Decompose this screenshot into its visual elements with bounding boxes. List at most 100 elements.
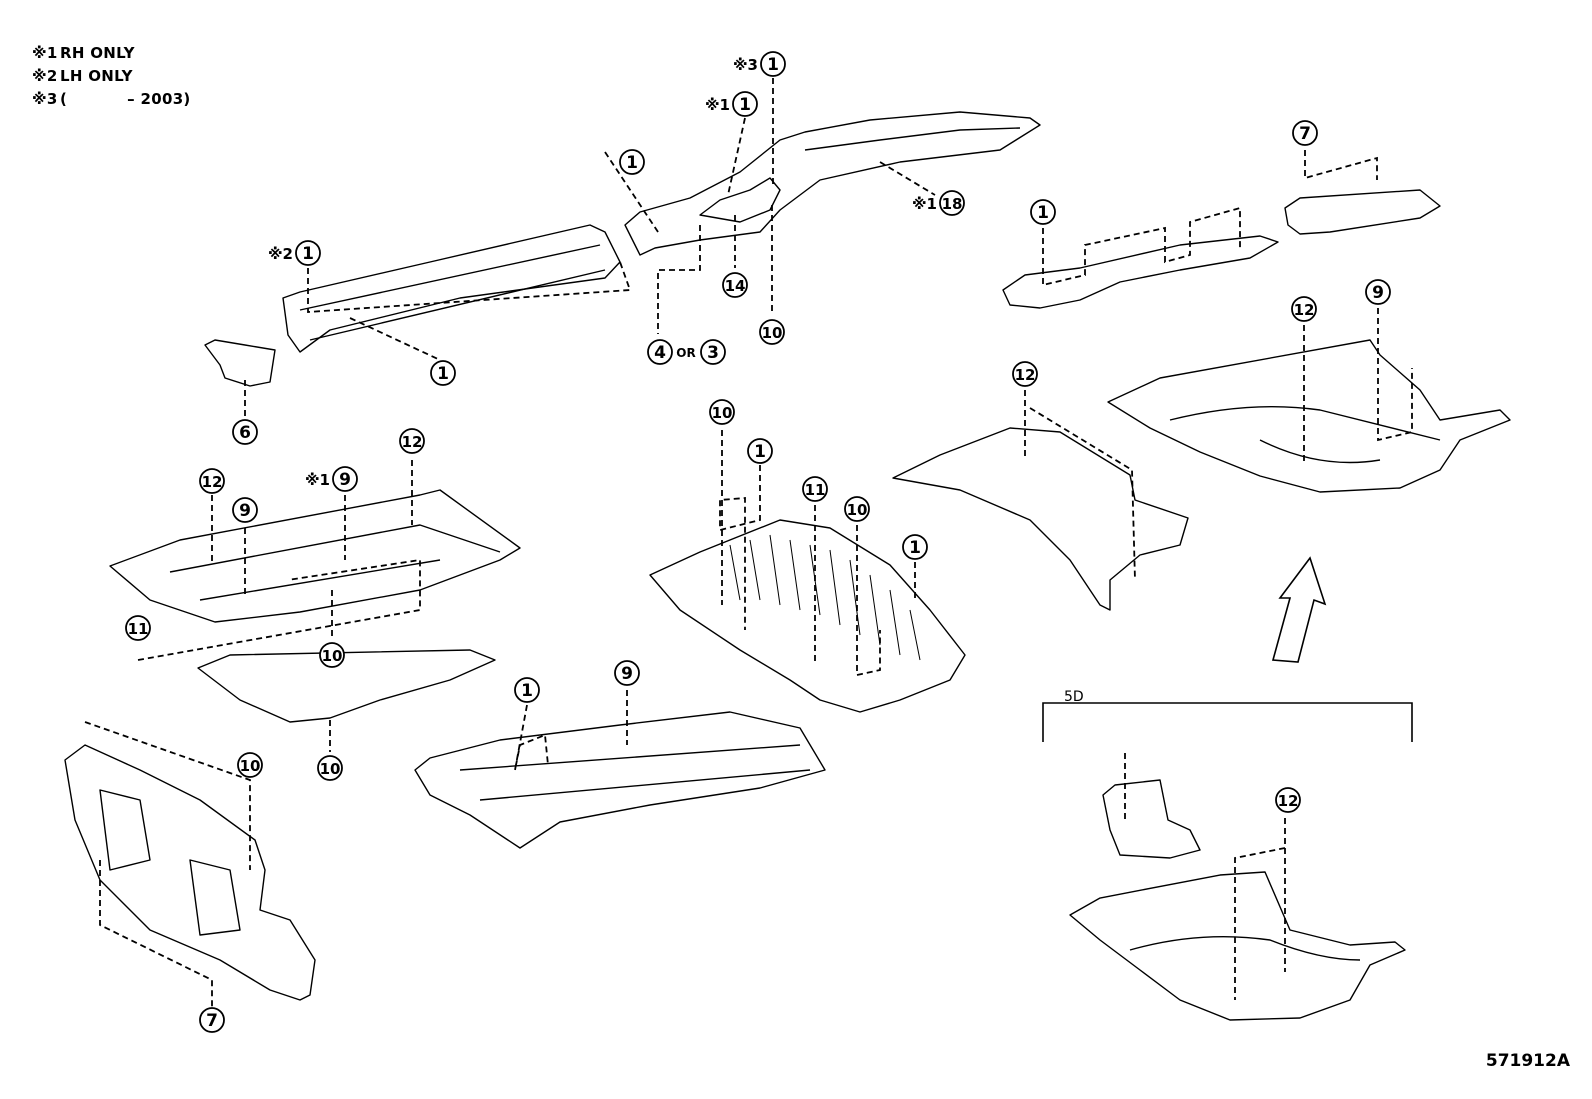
callout-18: 18 ※1 — [912, 190, 965, 216]
callout-number: 9 — [1372, 283, 1384, 303]
callout-number: 7 — [1299, 124, 1311, 144]
callout-circle — [760, 51, 786, 77]
callout-1: 1 — [514, 677, 540, 703]
callout-number: 4 — [654, 343, 666, 363]
callout-1: 1 ※2 — [268, 240, 321, 266]
callout-prefix: ※1 — [705, 96, 730, 114]
part-5d-bracket — [1102, 779, 1201, 859]
callout-circle — [319, 642, 345, 668]
callout-number: 6 — [239, 423, 251, 443]
callout-3: 3 — [700, 339, 726, 365]
callout-circle — [732, 91, 758, 117]
callout-12: 12 — [1291, 296, 1317, 322]
callout-circle — [1291, 296, 1317, 322]
callout-9: 9 — [1365, 279, 1391, 305]
callout-prefix: ※1 — [305, 471, 330, 489]
callout-number: 1 — [521, 681, 533, 701]
arrow-icon — [1271, 556, 1327, 663]
callout-circle — [514, 677, 540, 703]
callout-number: 12 — [1015, 366, 1036, 384]
callout-circle — [1275, 787, 1301, 813]
callout-circle — [647, 339, 673, 365]
leader-lines — [84, 78, 1413, 1028]
callout-number: 10 — [712, 404, 733, 422]
callout-number: 10 — [847, 501, 868, 519]
callout-11: 11 — [802, 476, 828, 502]
callout-14: 14 — [722, 272, 748, 298]
callout-number: 1 — [302, 244, 314, 264]
callout-number: 1 — [767, 55, 779, 75]
callout-12: 12 — [1275, 787, 1301, 813]
callout-1: 1 — [430, 360, 456, 386]
part-5d-rear-floor-pan — [1069, 871, 1406, 1021]
callout-1: 1 — [747, 438, 773, 464]
callout-number: 9 — [339, 470, 351, 490]
callout-number: 12 — [1278, 792, 1299, 810]
callout-10: 10 — [844, 496, 870, 522]
diagram-id: 571912A — [1485, 1051, 1570, 1071]
footnote-3: ※3(– 2003) — [32, 90, 191, 108]
callout-circle — [295, 240, 321, 266]
callout-circle — [199, 468, 225, 494]
callout-number: 1 — [437, 364, 449, 384]
part-main-floor-panel — [414, 711, 826, 849]
callout-circle — [802, 476, 828, 502]
callout-number: 1 — [1037, 203, 1049, 223]
callout-1: 1 — [619, 149, 645, 175]
callout-circle — [1030, 199, 1056, 225]
callout-circle — [399, 428, 425, 454]
callout-1: 1 ※3 — [733, 51, 786, 77]
callout-number: 1 — [626, 153, 638, 173]
callout-circle — [332, 466, 358, 492]
part-rear-floor-pan — [1107, 339, 1511, 493]
callout-4: 4 — [647, 339, 673, 365]
callout-circle — [1292, 120, 1318, 146]
callout-prefix: ※3 — [733, 56, 758, 74]
callout-number: 14 — [725, 277, 746, 295]
callout-number: 9 — [239, 501, 251, 521]
callout-circle — [1365, 279, 1391, 305]
callout-9: 9 — [232, 497, 258, 523]
variant-bracket — [1042, 702, 1413, 742]
callout-circle — [614, 660, 640, 686]
part-front-floor-member — [282, 224, 621, 353]
callout-number: 10 — [762, 324, 783, 342]
callout-number: 1 — [909, 538, 921, 558]
callout-10: 10 — [709, 399, 735, 425]
callout-10: 10 — [237, 752, 263, 778]
callout-number: 12 — [202, 473, 223, 491]
callout-number: 12 — [1294, 301, 1315, 319]
part-bracket — [204, 339, 276, 387]
callout-6: 6 — [232, 419, 258, 445]
callout-circle — [317, 755, 343, 781]
callout-number: 10 — [240, 757, 261, 775]
callout-circle — [619, 149, 645, 175]
callout-circle — [232, 497, 258, 523]
variant-label: 5D — [1064, 689, 1084, 705]
callout-number: 7 — [206, 1011, 218, 1031]
callout-prefix: ※1 — [912, 195, 937, 213]
callout-circle — [1012, 361, 1038, 387]
part-dash-panel — [64, 744, 316, 1001]
callout-circle — [747, 438, 773, 464]
callout-circle — [902, 534, 928, 560]
callout-10: 10 — [317, 755, 343, 781]
part-front-floor-pan — [109, 489, 521, 623]
callout-1: 1 — [1030, 199, 1056, 225]
callout-number: 3 — [707, 343, 719, 363]
callout-circle — [199, 1007, 225, 1033]
callout-number: 11 — [805, 481, 826, 499]
callout-prefix: ※2 — [268, 245, 293, 263]
callout-circle — [125, 615, 151, 641]
callout-7: 7 — [1292, 120, 1318, 146]
part-rear-side-member-rh — [1002, 235, 1279, 309]
callout-number: 18 — [942, 195, 963, 213]
callout-12: 12 — [199, 468, 225, 494]
callout-number: 10 — [320, 760, 341, 778]
